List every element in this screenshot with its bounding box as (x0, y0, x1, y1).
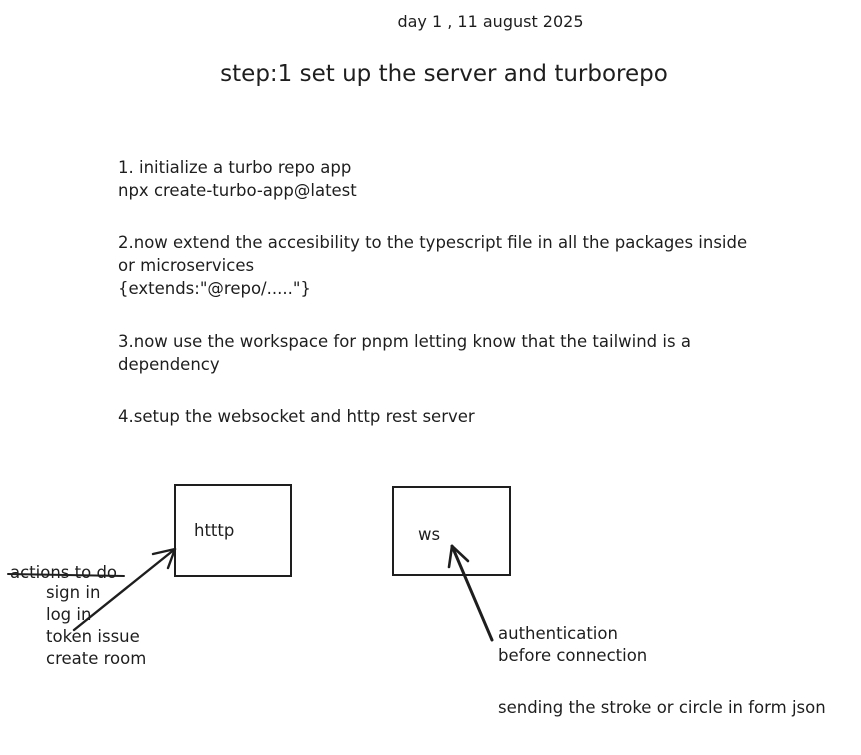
step-3: 3.now use the workspace for pnpm letting… (118, 330, 691, 376)
action-item-sign-in: sign in (46, 583, 101, 602)
step-4-line-1: 4.setup the websocket and http rest serv… (118, 407, 475, 426)
ws-note-line-2: before connection (498, 646, 648, 665)
action-item-log-in: log in (46, 605, 92, 624)
step-3-line-1: 3.now use the workspace for pnpm letting… (118, 332, 691, 351)
ws-notes: authentication before connection (498, 623, 647, 667)
action-item-token-issue: token issue (46, 627, 140, 646)
step-3-line-2: dependency (118, 355, 220, 374)
http-box-label: htttp (194, 521, 235, 540)
step-2-line-3: {extends:"@repo/....."} (118, 279, 311, 298)
action-item-create-room: create room (46, 649, 147, 668)
page-title: step:1 set up the server and turborepo (220, 61, 668, 87)
date-text: day 1 , 11 august 2025 (397, 12, 584, 31)
step-4: 4.setup the websocket and http rest serv… (118, 405, 475, 428)
step-1-line-1: 1. initialize a turbo repo app (118, 158, 352, 177)
ws-note-line-1: authentication (498, 624, 618, 643)
step-2: 2.now extend the accesibility to the typ… (118, 231, 747, 300)
step-1-line-2: npx create-turbo-app@latest (118, 181, 357, 200)
actions-heading: actions to do (10, 563, 118, 582)
step-2-line-2: or microservices (118, 256, 255, 275)
step-1: 1. initialize a turbo repo app npx creat… (118, 156, 357, 202)
step-2-line-1: 2.now extend the accesibility to the typ… (118, 233, 748, 252)
ws-server-box[interactable] (392, 486, 511, 576)
ws-box-label: ws (418, 525, 441, 544)
http-server-box[interactable] (174, 484, 292, 577)
actions-list: sign in log in token issue create room (46, 582, 146, 670)
ws-note-extra: sending the stroke or circle in form jso… (498, 698, 826, 717)
